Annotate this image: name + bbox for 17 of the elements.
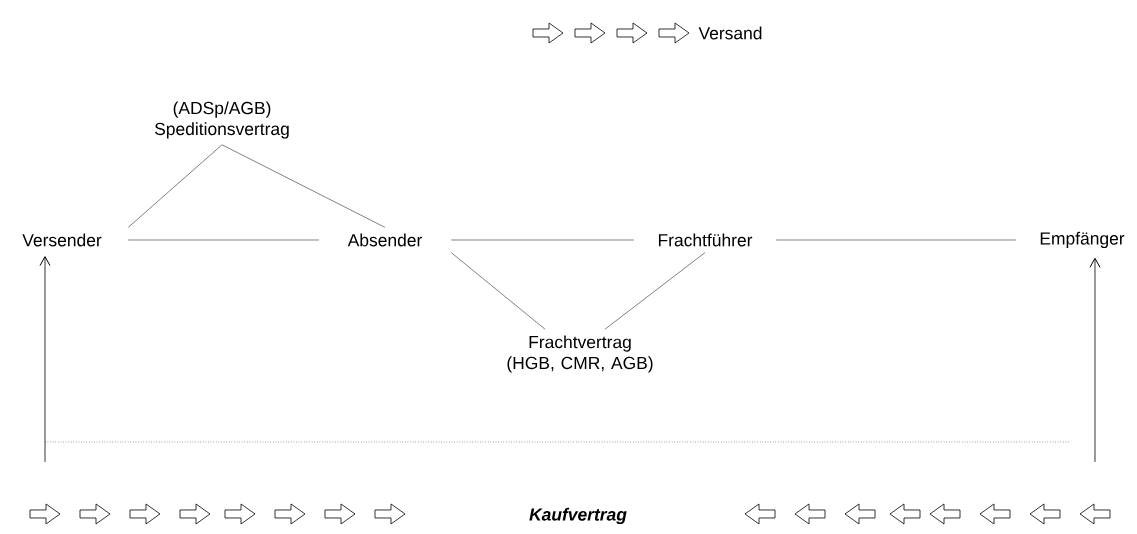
term-label: Frachtvertrag (HGB, CMR, AGB): [507, 335, 653, 373]
term-label: (ADSp/AGB) Speditionsvertrag: [154, 101, 289, 139]
heading-text: Kaufvertrag: [529, 507, 627, 525]
term-label: Frachtführer: [658, 233, 753, 247]
arrow: [39, 256, 51, 463]
arrow: [1089, 257, 1101, 463]
connector-line: [450, 239, 635, 241]
connector-line: [450, 252, 546, 330]
term-label: Empfänger: [1040, 231, 1125, 249]
connector-line: [604, 252, 706, 330]
term-label: Absender: [347, 233, 422, 247]
connector-line: [775, 239, 1017, 241]
term-label: Versender: [22, 233, 102, 247]
heading-text: Versand: [698, 26, 762, 40]
connector-line: [221, 144, 386, 228]
connector-line: [127, 239, 320, 241]
connector-line: [127, 144, 223, 228]
